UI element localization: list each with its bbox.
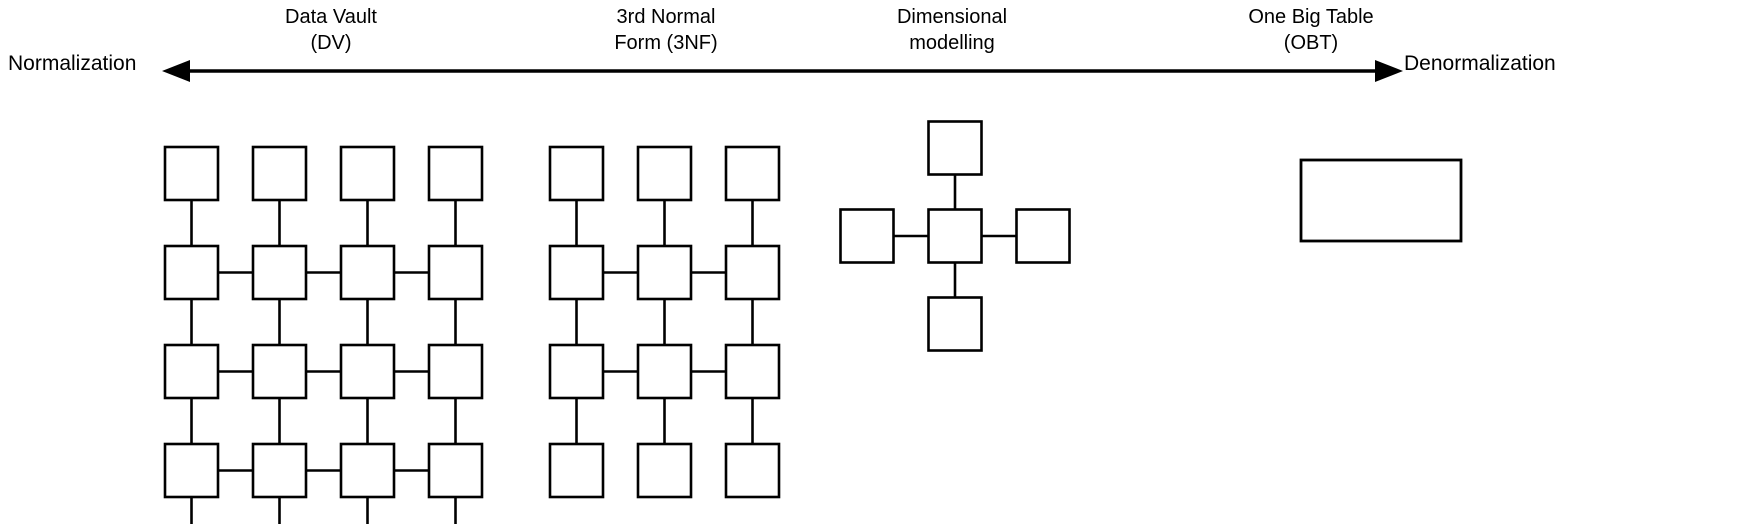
stage-label-one-big-table-line2: (OBT)	[1283, 32, 1339, 54]
model-node-box	[724, 145, 781, 202]
model-node-box	[927, 120, 983, 176]
model-node-box	[548, 244, 605, 301]
model-node-box	[163, 343, 220, 400]
stage-label-data-vault-line1: Data Vault	[285, 6, 377, 28]
stage-label-third-normal-form: 3rd Normal Form (3NF)	[520, 4, 812, 56]
model-node-box	[724, 244, 781, 301]
model-node-box	[427, 343, 484, 400]
model-node-box	[339, 442, 396, 499]
model-node-box	[339, 343, 396, 400]
model-node-box	[927, 296, 983, 352]
model-node-box	[636, 343, 693, 400]
stage-label-third-normal-form-line2: Form (3NF)	[614, 32, 718, 54]
model-node-box	[251, 442, 308, 499]
stage-label-data-vault-line2: (DV)	[310, 32, 352, 54]
model-node-box	[548, 343, 605, 400]
one-big-table-box	[1299, 158, 1463, 243]
model-node-box-center	[927, 208, 983, 264]
model-node-box	[548, 442, 605, 499]
model-node-box	[427, 442, 484, 499]
third-normal-form-grid	[548, 145, 781, 499]
model-node-box	[548, 145, 605, 202]
stage-label-dimensional-modelling: Dimensional modelling	[828, 4, 1076, 56]
model-node-box	[251, 244, 308, 301]
model-node-box	[724, 442, 781, 499]
stage-label-data-vault: Data Vault (DV)	[183, 4, 479, 56]
data-vault-grid	[163, 145, 484, 524]
stage-label-one-big-table-line1: One Big Table	[1248, 6, 1374, 28]
model-node-box	[251, 145, 308, 202]
stage-label-dimensional-modelling-line2: modelling	[909, 32, 995, 54]
model-node-box	[636, 244, 693, 301]
model-node-box	[339, 145, 396, 202]
model-node-box	[427, 244, 484, 301]
model-node-box	[636, 145, 693, 202]
model-node-box	[339, 244, 396, 301]
stage-label-one-big-table: One Big Table (OBT)	[1158, 4, 1464, 56]
model-node-box	[163, 145, 220, 202]
model-node-box	[163, 442, 220, 499]
double-headed-arrow-icon	[162, 60, 1403, 82]
model-node-box	[724, 343, 781, 400]
model-node-box-obt	[1299, 158, 1463, 243]
axis-label-denormalization: Denormalization	[1404, 52, 1556, 75]
stage-label-third-normal-form-line1: 3rd Normal	[616, 6, 716, 28]
model-node-box	[839, 208, 895, 264]
stage-label-dimensional-modelling-line1: Dimensional	[896, 6, 1008, 28]
axis-label-normalization: Normalization	[8, 52, 137, 75]
model-node-box	[427, 145, 484, 202]
dimensional-star-schema	[839, 120, 1071, 352]
model-node-box	[636, 442, 693, 499]
model-node-box	[163, 244, 220, 301]
model-node-box	[1015, 208, 1071, 264]
model-node-box	[251, 343, 308, 400]
